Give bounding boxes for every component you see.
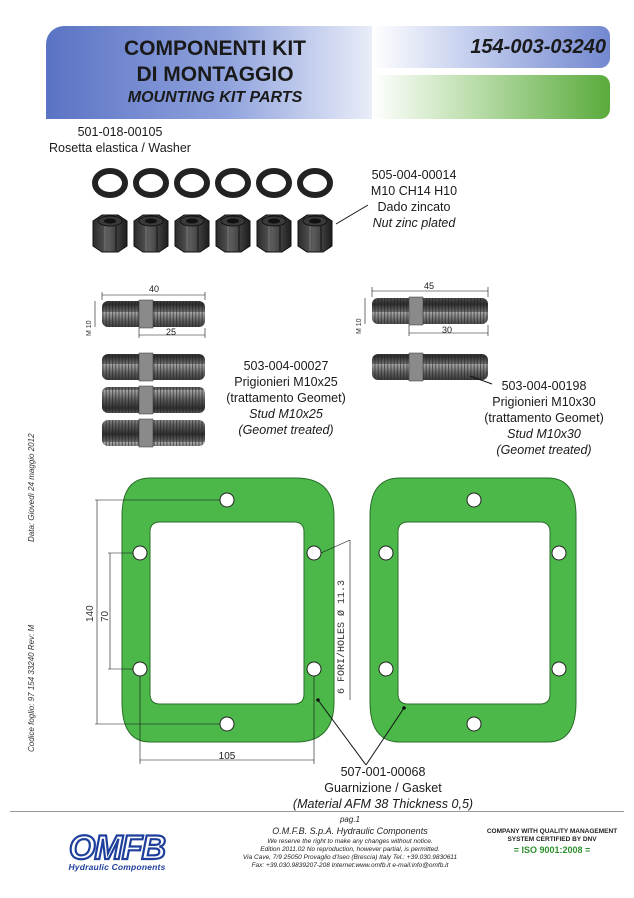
page-title-en: MOUNTING KIT PARTS [127, 89, 303, 106]
header-band-green [372, 75, 610, 119]
dim-stud30-dia: M 10 [356, 318, 363, 334]
dim-gasket-height: 140 [85, 605, 96, 622]
header-band-blue [46, 26, 372, 119]
footer-note2: Edition 2011.02 No reproduction, however… [260, 846, 440, 853]
kit-code: 154-003-03240 [470, 36, 606, 58]
gasket [369, 477, 577, 743]
logo-text: OMFB [69, 829, 166, 867]
washer [256, 168, 292, 198]
quality-line1: COMPANY WITH QUALITY MANAGEMENT [486, 828, 618, 835]
stud25 [102, 352, 205, 382]
header-band-code [372, 26, 610, 68]
dim-stud25-total: 40 [148, 284, 159, 294]
gasket-label: 507-001-00068 Guarnizione / Gasket (Mate… [292, 765, 474, 811]
washer [215, 168, 251, 198]
stud25-drawing [94, 292, 206, 338]
washer-row [92, 168, 333, 198]
dim-stud25-dia: M 10 [86, 320, 93, 336]
footer-divider [10, 811, 624, 812]
washer-label: 501-018-00105 Rosetta elastica / Washer [49, 125, 191, 155]
stud25-row [102, 352, 205, 448]
dim-gasket-width: 105 [218, 751, 236, 762]
dim-stud30-total: 45 [423, 281, 434, 291]
company-name: O.M.F.B. S.p.A. Hydraulic Components [272, 826, 428, 836]
stud30-drawing [364, 287, 489, 336]
stud30-label: 503-004-00198 Prigionieri M10x30 (tratta… [484, 379, 604, 457]
dim-gasket-inner: 70 [100, 610, 111, 622]
nut [215, 214, 251, 253]
dim-stud25-thread: 25 [165, 327, 176, 337]
logo-subtitle: Hydraulic Components [68, 862, 166, 872]
stud25 [102, 418, 205, 448]
dim-gasket-holes: 6 FORI/HOLES Ø 11.3 [337, 579, 348, 694]
iso-badge: = ISO 9001:2008 = [513, 845, 591, 855]
nut-label: 505-004-00014 M10 CH14 H10 Dado zincato … [370, 168, 458, 230]
washer [92, 168, 128, 198]
stud25 [102, 385, 205, 415]
washer [133, 168, 169, 198]
dim-stud30-thread: 30 [441, 325, 452, 335]
footer-contacts: Fax: +39.030.9839207-208 Internet:www.om… [251, 862, 449, 869]
gasket-drawing [95, 477, 351, 764]
washer [297, 168, 333, 198]
omfb-logo: OMFB [54, 828, 180, 868]
nut [256, 214, 292, 253]
stud30 [372, 352, 488, 382]
nut [92, 214, 128, 253]
page-number: pag.1 [339, 815, 361, 824]
nut [297, 214, 333, 253]
stud25-label: 503-004-00027 Prigionieri M10x25 (tratta… [226, 359, 346, 437]
quality-line2: SYSTEM CERTIFIED BY DNV [507, 836, 597, 843]
nut [174, 214, 210, 253]
footer-address: Via Cave, 7/9 25050 Provaglio d'Iseo (Br… [242, 854, 458, 861]
nut [133, 214, 169, 253]
footer-note1: We reserve the right to make any changes… [267, 838, 433, 845]
nut-row [92, 214, 333, 253]
page-title: COMPONENTI KIT DI MONTAGGIO [124, 37, 306, 86]
washer [174, 168, 210, 198]
